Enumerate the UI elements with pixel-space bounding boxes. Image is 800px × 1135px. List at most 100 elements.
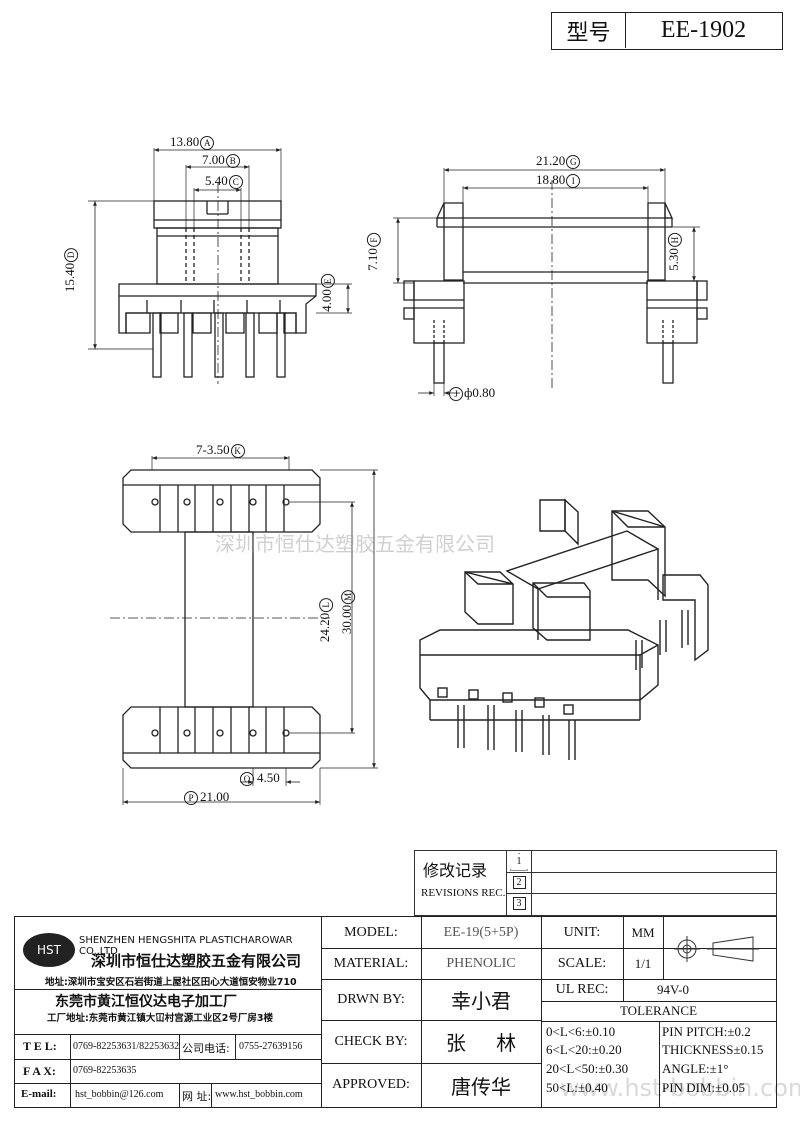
dim-h-value: 5.30 [665,248,681,271]
model-label: MODEL: [344,924,398,940]
rev-1: 1 [507,851,531,872]
tol-3: 50<L:±0.40 [546,1080,608,1095]
front-view [88,148,352,384]
watermark-url: www.hst-bobbin.com [560,1074,800,1102]
dim-k-value: 7-3.50 [196,442,230,457]
isometric-view [419,498,709,760]
model-header-value: EE-1902 [660,17,747,43]
rev-3: 3 [507,893,531,914]
dim-h: 5.30H [666,233,682,271]
tolerance-label: TOLERANCE [619,1003,698,1018]
dim-l-value: 24.20 [317,612,333,643]
revisions-title: 修改记录 [423,861,488,880]
dim-c-mark: C [228,175,243,189]
thickness: THICKNESS±0.15 [662,1042,764,1057]
rev-3-num: 3 [512,897,526,910]
company-address: 地址:深圳市宝安区石岩街道上屋社区田心大道恒安物业710 [45,977,297,988]
dim-d-mark: D [64,247,79,262]
title-block: HST SHENZHEN HENGSHITA PLASTICHAROWAR CO… [14,916,777,1108]
scale-value: 1/1 [634,955,652,971]
tol-1: 6<L<20:±0.20 [546,1042,622,1057]
factory-address: 工厂地址:东莞市黄江镇大冚村宫源工业区2号厂房3楼 [47,1013,274,1024]
rev-2-num: 2 [512,876,526,889]
dim-b-mark: B [225,154,240,168]
dim-e: 4.00E [319,274,335,312]
dim-k-mark: K [230,444,245,458]
web-label: 网 址: [182,1090,212,1103]
dim-m-mark: M [341,589,356,604]
dim-h-mark: H [667,233,682,248]
material-value: PHENOLIC [446,955,516,971]
revisions-table: 修改记录 REVISIONS REC. 1 2 3 [414,850,777,916]
model-value: EE-19(5+5P) [443,924,519,940]
scale-label: SCALE: [557,955,607,971]
dim-i-value: 18.80 [536,172,566,187]
dim-e-mark: E [320,274,335,289]
approved-value: 唐传华 [451,1074,511,1099]
spec-area: MODEL: EE-19(5+5P) MATERIAL: PHENOLIC DR… [321,917,776,1107]
top-view [110,456,378,805]
web-value: www.hst_bobbin.com [215,1089,303,1100]
dim-p-value: 21.00 [200,789,230,804]
dim-b-value: 7.00 [202,152,225,167]
drawn-label: DRWN BY: [337,991,405,1007]
dim-i-mark: I [566,174,581,188]
dim-m: 30.00M [339,589,356,635]
dim-e-value: 4.00 [318,289,334,312]
model-header: 型号 EE-1902 [551,12,783,50]
dim-f: 7.10F [365,233,381,271]
angle: ANGLE:±1° [662,1061,729,1076]
dim-l: 24.20L [317,597,334,643]
dim-c-value: 5.40 [205,173,228,188]
fax-label: F A X: [23,1064,56,1078]
dim-g-mark: G [566,155,581,169]
ul-value: 94V-0 [656,982,690,997]
company-phone-label: 公司电话: [182,1042,230,1055]
dim-j-value: ф0.80 [464,385,496,400]
revisions-subtitle: REVISIONS REC. [421,887,506,899]
approved-label: APPROVED: [332,1077,410,1092]
check-label: CHECK BY: [334,1033,408,1049]
tel-value: 0769-82253631/82253632 [73,1041,180,1052]
company-name-cn: 深圳市恒仕达塑胶五金有限公司 [91,952,302,970]
check-value: 张 林 [445,1031,517,1055]
unit-label: UNIT: [563,924,601,940]
dim-f-value: 7.10 [364,248,380,271]
tol-0: 0<L<6:±0.10 [546,1024,616,1039]
tol-2: 20<L<50:±0.30 [546,1061,629,1076]
side-view [393,168,708,396]
projection-symbol [671,929,771,969]
dim-m-value: 30.00 [339,604,355,635]
dim-l-mark: L [319,597,334,612]
company-area: HST SHENZHEN HENGSHITA PLASTICHAROWAR CO… [15,917,322,1107]
fax-value: 0769-82253635 [73,1065,137,1076]
dim-g-value: 21.20 [536,153,566,168]
rev-2: 2 [507,872,531,893]
company-name-en: SHENZHEN HENGSHITA PLASTICHAROWAR CO.,LT… [79,935,293,957]
factory-name: 东莞市黄江恒仪达电子加工厂 [55,994,237,1010]
email-value: hst_bobbin@126.com [75,1089,164,1100]
tel-label: T E L: [23,1039,57,1053]
company-phone-value: 0755-27639156 [239,1041,303,1052]
ul-label: UL REC: [555,982,609,997]
drawn-value: 幸小君 [451,989,511,1013]
dim-d-value: 15.40 [62,262,78,293]
logo: HST [23,933,75,967]
watermark: 深圳市恒仕达塑胶五金有限公司 [215,532,495,556]
dim-a-mark: A [200,136,215,150]
model-header-label: 型号 [552,13,626,48]
dim-d: 15.40D [62,247,79,293]
dim-o-mark: O [240,772,254,786]
dim-o-value: 4.50 [257,770,280,785]
pin-dim: PIN DIM:±0.05 [662,1080,745,1095]
email-label: E-mail: [21,1088,57,1100]
